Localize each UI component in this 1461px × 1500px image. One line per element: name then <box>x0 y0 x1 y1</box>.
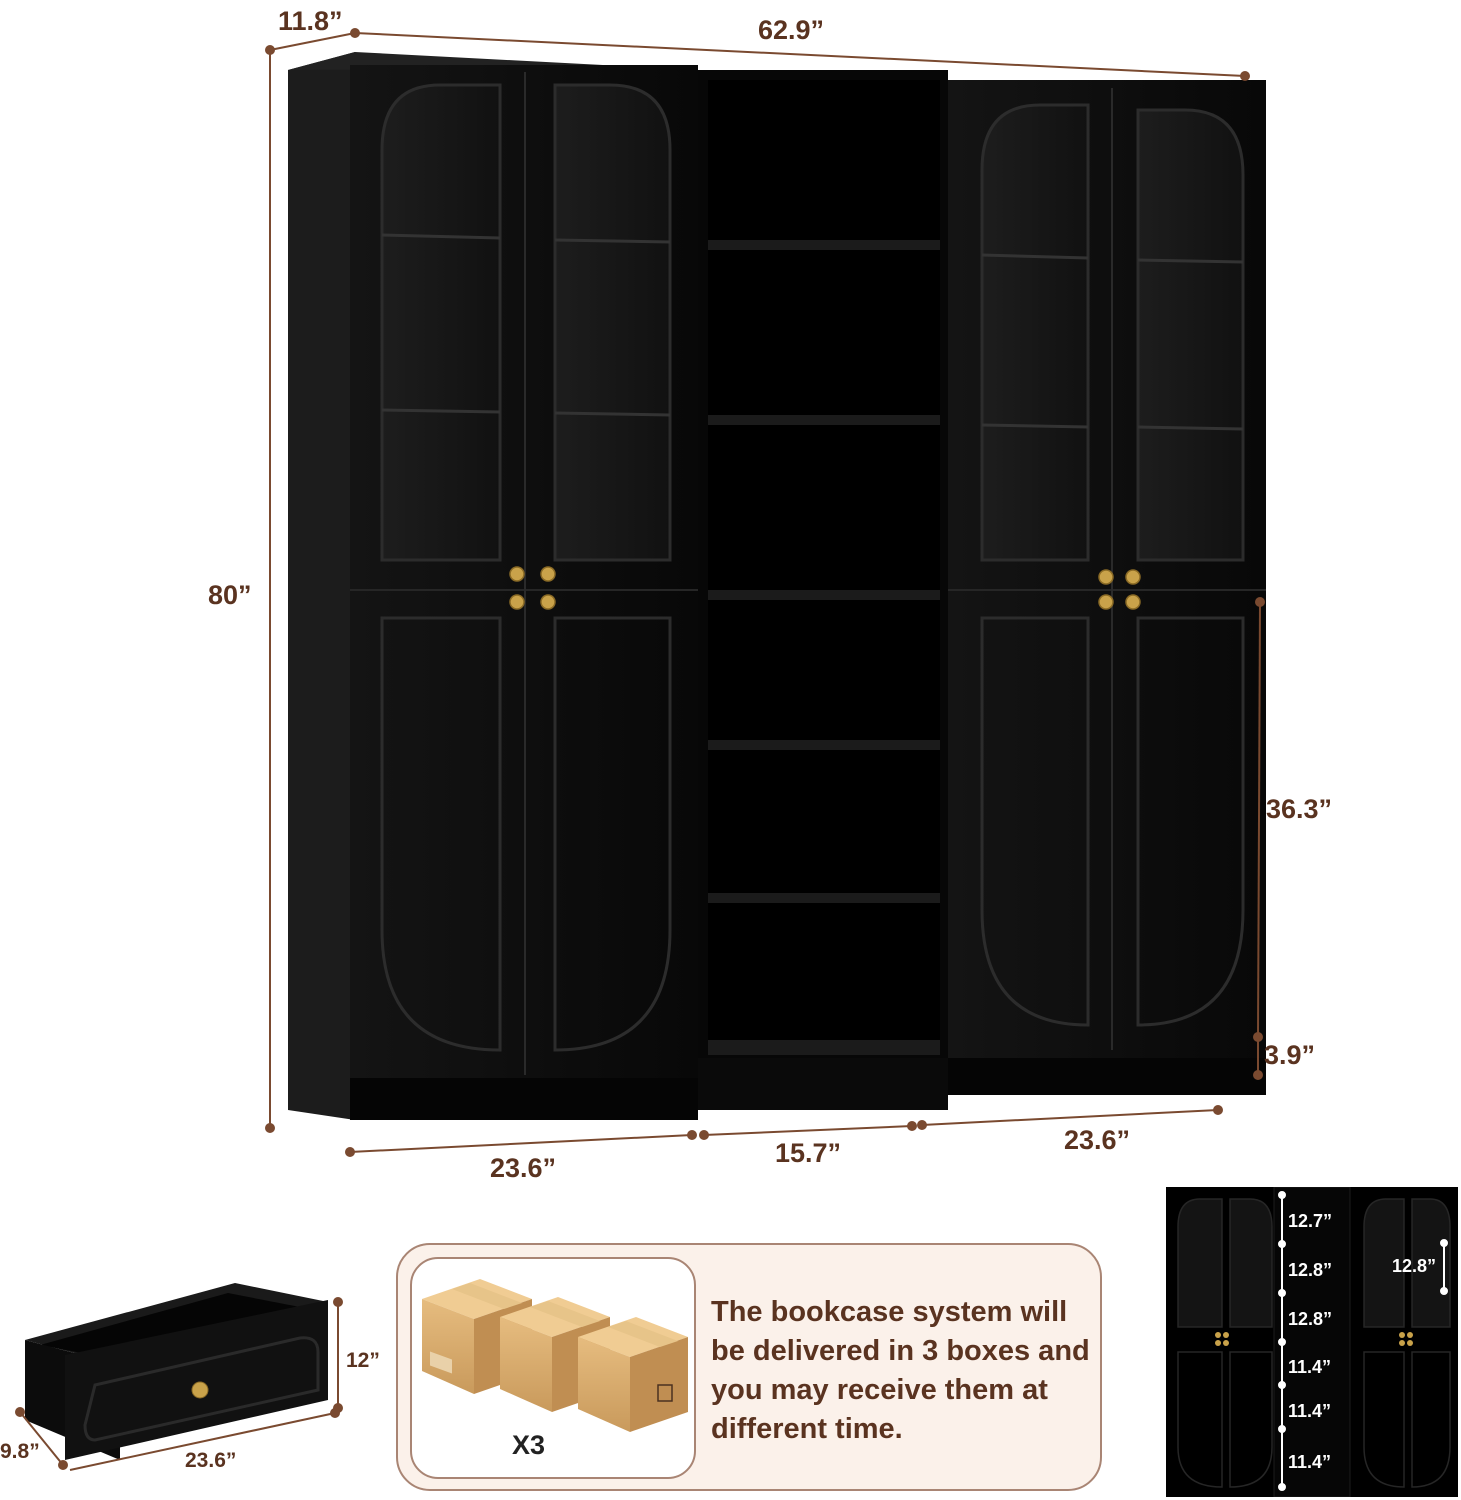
middle-width-label: 15.7” <box>775 1138 842 1168</box>
shelf-height-label: 11.4” <box>1288 1357 1332 1377</box>
base-height-label: 3.9” <box>1264 1040 1316 1070</box>
knob-icon <box>509 566 1141 610</box>
shelf-height-label: 11.4” <box>1288 1452 1332 1472</box>
shelf-height-label: 12.8” <box>1288 1260 1333 1280</box>
inset-cabinet-diagram <box>1166 1187 1458 1497</box>
right-cabinet <box>948 80 1266 1095</box>
glass-shelf-height-label: 12.8” <box>1392 1256 1437 1276</box>
shipping-boxes-icon <box>422 1279 688 1432</box>
drawer-width-label: 23.6” <box>185 1449 237 1472</box>
shelf-height-label: 12.7” <box>1288 1211 1333 1231</box>
height-label: 80” <box>208 580 252 610</box>
boxes-panel <box>410 1257 696 1479</box>
shelf-inset: 12.7” 12.8” 12.8” 11.4” 11.4” 11.4” 12.8… <box>1166 1187 1458 1497</box>
total-width-label: 62.9” <box>758 15 825 45</box>
drawer-dimension-lines <box>15 1297 343 1471</box>
door-height-label: 36.3” <box>1266 794 1333 824</box>
box-count-label: X3 <box>512 1430 546 1460</box>
middle-bookcase <box>698 70 948 1110</box>
drawer-depth-label: 9.8” <box>0 1440 40 1463</box>
shelf-height-label: 11.4” <box>1288 1401 1332 1421</box>
delivery-note-text: The bookcase system will be delivered in… <box>711 1296 1090 1445</box>
left-width-label: 23.6” <box>490 1153 557 1183</box>
left-cabinet <box>288 52 698 1120</box>
drawer-height-label: 12” <box>346 1349 380 1372</box>
shelf-height-label: 12.8” <box>1288 1309 1333 1329</box>
drawer-illustration <box>25 1283 328 1460</box>
depth-label: 11.8” <box>278 6 343 36</box>
right-width-label: 23.6” <box>1064 1125 1131 1155</box>
dimension-lines <box>265 28 1265 1157</box>
